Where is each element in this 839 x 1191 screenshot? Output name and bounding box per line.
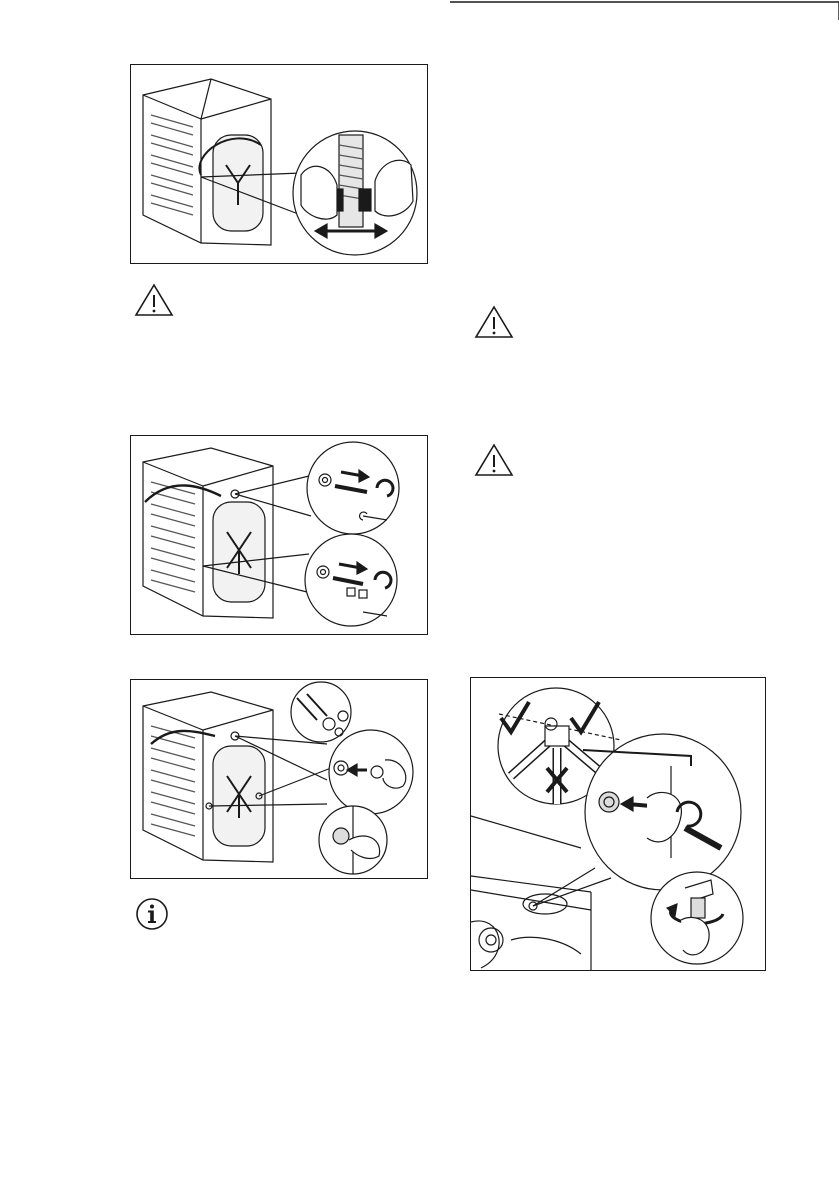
figure-remove-hose xyxy=(130,64,428,264)
warning-right-2 xyxy=(473,442,515,478)
figure-water-inlet-hose xyxy=(470,677,766,971)
warning-left xyxy=(133,282,175,318)
figure-unscrew-bolts xyxy=(130,435,428,635)
washing-machine-back-illustration xyxy=(131,680,427,878)
header-rule xyxy=(0,0,839,20)
warning-triangle-icon xyxy=(473,304,515,340)
warning-triangle-icon xyxy=(133,282,175,318)
warning-right-1 xyxy=(473,304,515,340)
washing-machine-back-illustration xyxy=(131,436,427,634)
info-circle-icon xyxy=(134,896,170,932)
figure-insert-caps xyxy=(130,679,428,879)
info-left xyxy=(134,896,170,932)
washing-machine-back-illustration xyxy=(131,65,427,263)
warning-triangle-icon xyxy=(473,442,515,478)
inlet-hose-illustration xyxy=(471,678,765,970)
